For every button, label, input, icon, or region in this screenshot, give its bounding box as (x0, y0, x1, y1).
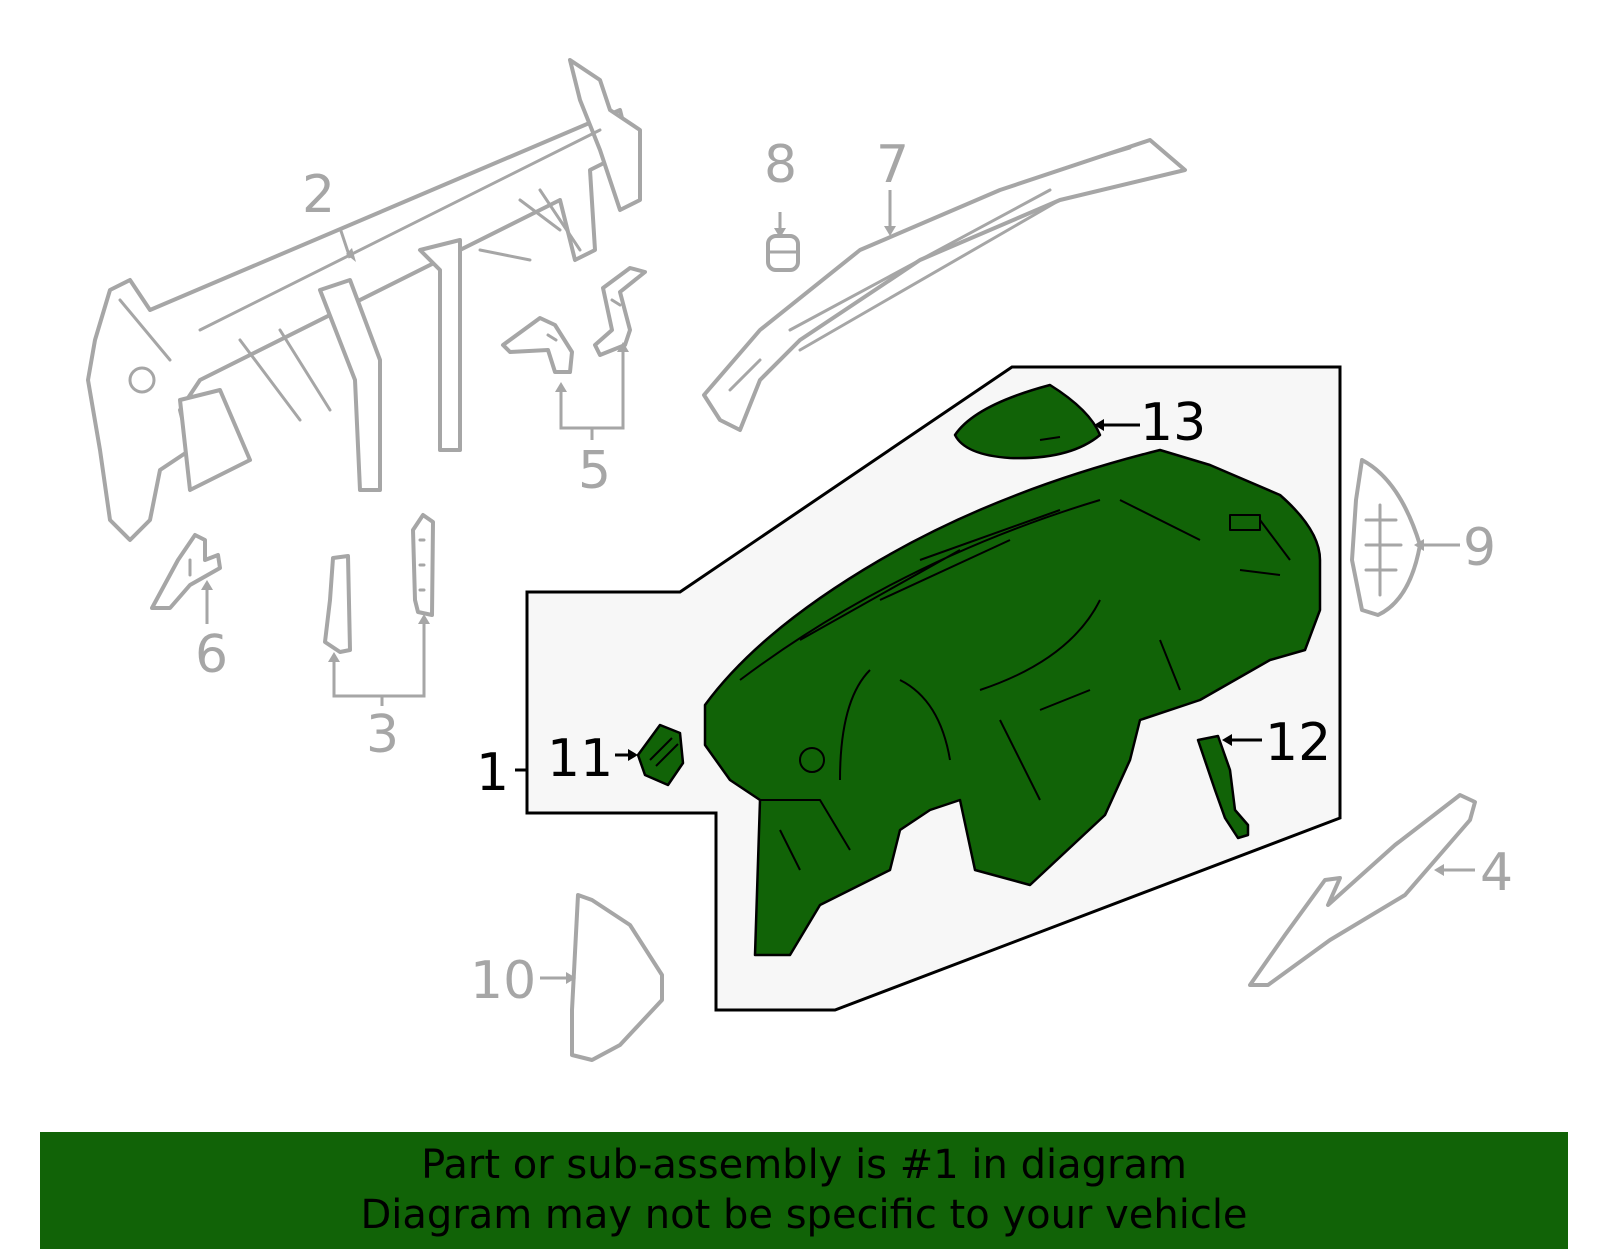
part-10-end-cap (570, 893, 664, 1062)
callout-6: 6 (195, 625, 228, 685)
info-banner: Part or sub-assembly is #1 in diagram Di… (40, 1132, 1568, 1249)
part-6-bracket (150, 533, 222, 610)
part-7-defroster-panel (702, 138, 1187, 432)
banner-line-1: Part or sub-assembly is #1 in diagram (421, 1142, 1187, 1188)
part-13-speaker-cover (953, 383, 1102, 460)
callout-7: 7 (876, 135, 909, 195)
callout-3: 3 (366, 705, 399, 765)
callout-1: 1 (476, 743, 509, 803)
part-3-brackets (323, 513, 435, 654)
part-5-brackets (501, 266, 647, 374)
callout-9: 9 (1463, 518, 1496, 578)
leader-lines (201, 190, 1475, 984)
parts-diagram: 1 2 3 4 5 6 7 8 9 10 11 12 13 (86, 58, 1513, 1062)
part-12-sensor (1196, 734, 1250, 840)
callout-12: 12 (1265, 713, 1331, 773)
part-2-crosscar-beam (86, 58, 642, 542)
callout-10: 10 (470, 951, 536, 1011)
callout-4: 4 (1480, 843, 1513, 903)
part-11-air-vent (636, 723, 685, 787)
callout-2: 2 (302, 165, 335, 225)
callout-13: 13 (1140, 393, 1206, 453)
callout-5: 5 (578, 441, 611, 501)
part-9-side-cover (1350, 458, 1422, 617)
callout-11: 11 (547, 729, 613, 789)
callout-8: 8 (764, 135, 797, 195)
part-8-clip (766, 234, 800, 272)
banner-line-2: Diagram may not be specific to your vehi… (360, 1192, 1248, 1238)
part-1-instrument-panel (703, 448, 1322, 957)
part-4-trim (1248, 793, 1477, 987)
